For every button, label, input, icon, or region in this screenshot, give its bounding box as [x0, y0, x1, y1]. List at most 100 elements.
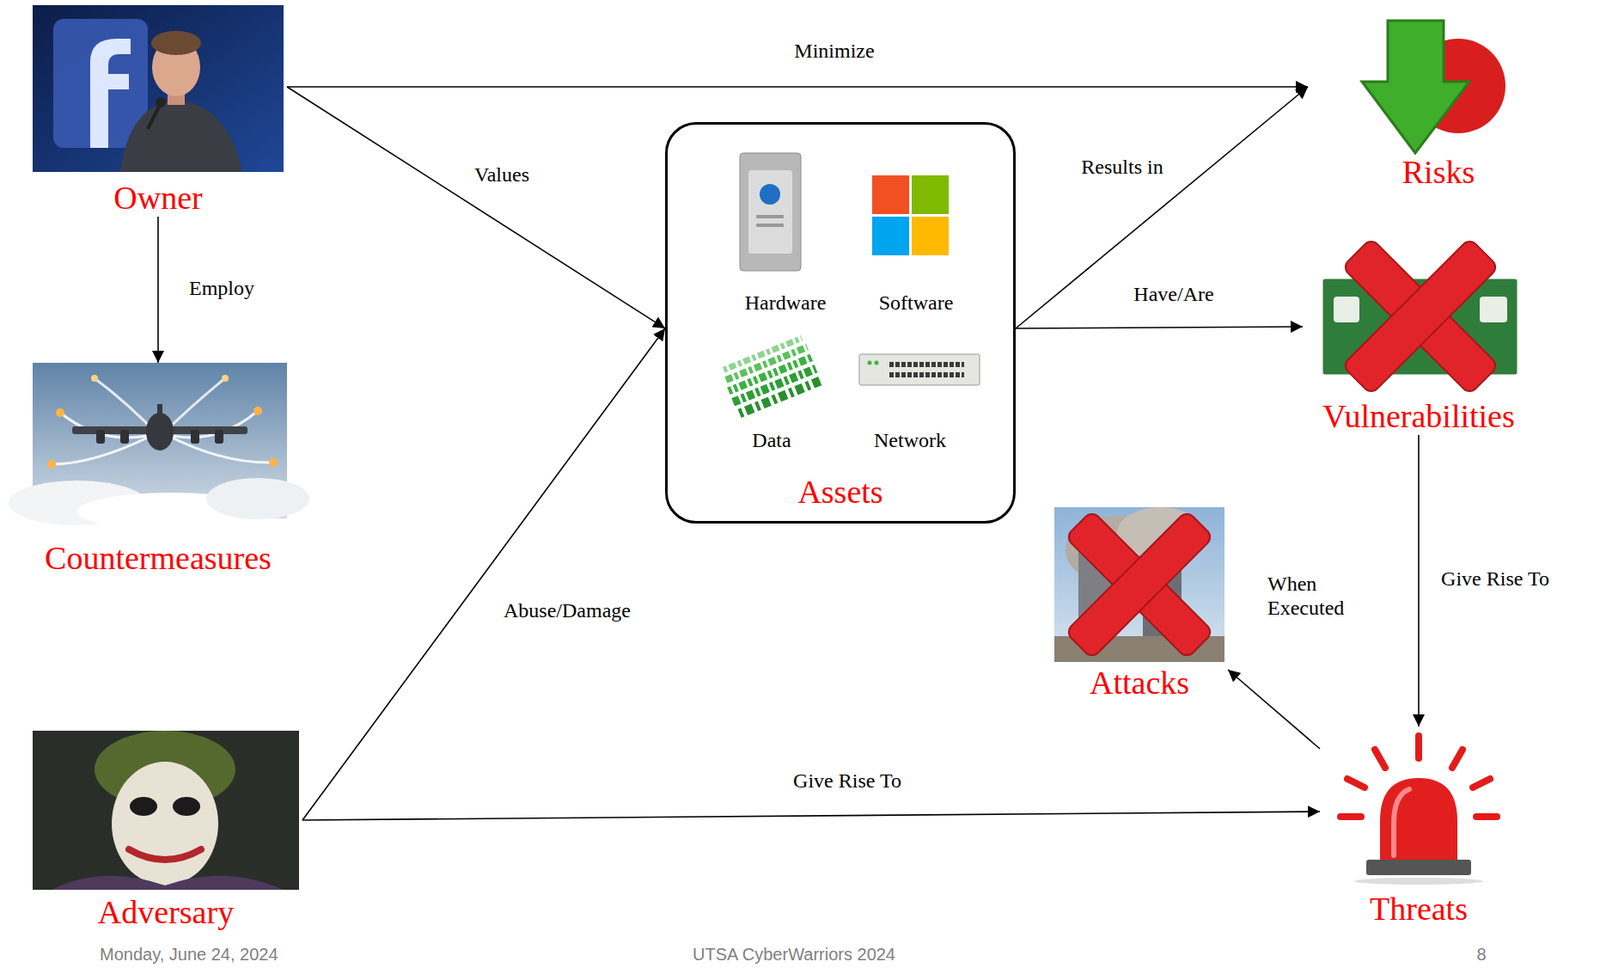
- node-title: Adversary: [29, 892, 303, 931]
- owner-photo-part: [120, 99, 243, 172]
- vulnerability-sign-icon-part: [1333, 296, 1360, 323]
- asset-item: Software: [856, 152, 976, 315]
- vulnerability-sign-icon: [1321, 238, 1519, 395]
- cpu-chip-icon-part: [756, 214, 784, 219]
- owner-photo-part: [147, 104, 160, 129]
- risk-arrow-icon-part: [1361, 20, 1470, 153]
- footer-text: UTSA CyberWarriors 2024: [692, 943, 896, 965]
- connector-arrow: [302, 328, 666, 820]
- owner-photo-part: [151, 30, 202, 55]
- countermeasures-photo-part: [47, 459, 56, 469]
- cpu-chip-icon-part: [748, 170, 793, 254]
- countermeasures-photo-part: [91, 374, 98, 382]
- vulnerability-sign-icon-part-part: [1342, 238, 1499, 395]
- binary-data-icon: [720, 337, 822, 415]
- edge-label: When Executed: [1264, 571, 1365, 620]
- windows-logo: [872, 175, 949, 256]
- cpu-chip-icon-part: [739, 152, 801, 271]
- edge-label: Have/Are: [1130, 281, 1216, 306]
- siren-icon-part: [1393, 788, 1410, 855]
- attack-photo-icon-part-part: [1065, 510, 1215, 660]
- siren-icon-part: [1380, 777, 1458, 862]
- node-title: Countermeasures: [8, 538, 308, 577]
- adversary-photo-part: [129, 796, 158, 816]
- siren-icon-part-part: [1340, 812, 1362, 820]
- siren-icon: [1340, 735, 1497, 885]
- countermeasures-node: Countermeasures: [8, 362, 308, 577]
- network-switch-icon-part: [889, 372, 965, 378]
- countermeasures-photo: [8, 362, 310, 531]
- asset-item: Hardware: [726, 152, 845, 315]
- countermeasures-photo-part: [120, 429, 129, 444]
- countermeasures-photo-part: [96, 429, 105, 444]
- windows-logo-part: [911, 175, 949, 214]
- owner-photo-part: [32, 5, 284, 172]
- siren-icon-part-part: [1452, 749, 1463, 768]
- cpu-chip-icon-part: [756, 223, 784, 227]
- connector-arrow: [302, 811, 1320, 820]
- siren-icon-part-part: [1347, 778, 1365, 788]
- countermeasures-photo-part: [214, 429, 224, 444]
- attack-photo-icon-part: [1054, 506, 1225, 662]
- connector-arrow: [1015, 86, 1308, 329]
- edge-label: Minimize: [791, 38, 877, 63]
- asset-item: Data: [712, 333, 831, 452]
- edge-label: Employ: [186, 275, 257, 300]
- connector-arrow: [157, 216, 159, 363]
- owner-photo-part: [90, 38, 131, 148]
- edge-label: Abuse/Damage: [500, 598, 634, 623]
- owner-node: Owner: [29, 5, 288, 217]
- edge-label: Values: [471, 162, 532, 187]
- siren-icon-part: [1354, 877, 1484, 885]
- node-title: Vulnerabilities: [1302, 396, 1535, 435]
- threats-node: Threats: [1319, 726, 1518, 928]
- connector-arrow: [1417, 434, 1420, 727]
- edge-label: Give Rise To: [790, 768, 904, 793]
- connector-arrow: [287, 86, 666, 329]
- item-caption: Data: [712, 427, 831, 452]
- attacks-node: Attacks: [1050, 506, 1228, 702]
- siren-icon-part-part: [1415, 735, 1423, 758]
- network-switch-icon: [859, 354, 980, 385]
- owner-photo: [32, 5, 284, 172]
- countermeasures-photo-part: [55, 408, 65, 417]
- risks-node: Risks: [1307, 17, 1570, 191]
- adversary-photo-part: [111, 761, 219, 886]
- risk-arrow-icon: [1361, 20, 1506, 153]
- edge-label: Results in: [1078, 154, 1166, 179]
- windows-logo-part: [872, 175, 910, 214]
- attack-photo-icon: [1054, 506, 1225, 662]
- vulnerabilities-node: Vulnerabilities: [1302, 239, 1535, 435]
- attack-photo-icon-part-part: [1065, 510, 1215, 660]
- countermeasures-photo-part: [190, 429, 200, 444]
- vulnerability-sign-icon-part: [1342, 238, 1499, 395]
- footer-text: 8: [1476, 943, 1486, 965]
- cpu-chip-icon: [739, 152, 801, 271]
- node-title: Attacks: [1050, 663, 1228, 702]
- item-caption: Software: [856, 290, 976, 315]
- countermeasures-photo-part: [253, 406, 263, 416]
- adversary-photo: [32, 730, 300, 890]
- vulnerability-sign-icon-part-part: [1342, 238, 1499, 395]
- edge-label: Give Rise To: [1438, 566, 1552, 591]
- asset-item: Network: [850, 333, 970, 452]
- connector-arrow: [1015, 326, 1303, 329]
- node-title: Assets: [667, 472, 1014, 511]
- node-title: Threats: [1319, 889, 1518, 928]
- network-switch-icon-part: [859, 354, 980, 385]
- countermeasures-photo-part: [221, 374, 229, 382]
- countermeasures-photo-part: [157, 403, 163, 422]
- cpu-chip-icon-part: [759, 183, 781, 205]
- siren-icon-part-part: [1476, 812, 1497, 820]
- footer-text: Monday, June 24, 2024: [99, 943, 279, 965]
- network-switch-icon-part: [874, 360, 880, 366]
- node-title: Owner: [29, 178, 288, 217]
- vulnerability-sign-icon-part: [1479, 296, 1508, 323]
- siren-icon-part-part: [1374, 749, 1386, 768]
- adversary-photo-part: [32, 730, 300, 890]
- owner-photo-part: [155, 97, 166, 108]
- node-title: Risks: [1307, 152, 1570, 191]
- assets-box: Assets HardwareSoftwareData Network: [665, 122, 1016, 524]
- network-switch-icon-part: [889, 361, 965, 367]
- binary-data-icon-part: [739, 380, 822, 414]
